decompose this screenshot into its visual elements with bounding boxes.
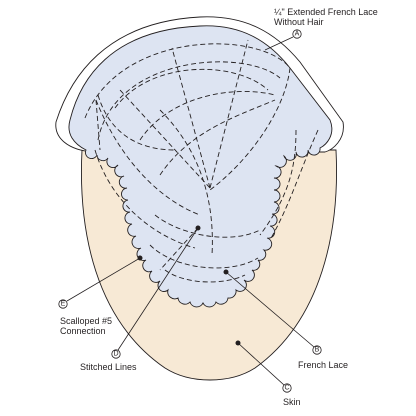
callout-letter: A (295, 31, 300, 38)
callout-label: ¼" Extended French Lace (274, 7, 378, 17)
callout-letter: E (61, 301, 66, 308)
callout-c: C Skin (235, 340, 301, 407)
stitch-line (95, 99, 201, 216)
stitched-lines (84, 39, 319, 283)
callout-label: Scalloped #5 (60, 316, 112, 326)
leader-line (237, 342, 285, 386)
stitch-line (154, 214, 261, 238)
french-lace-region (68, 25, 333, 308)
callout-circle (111, 349, 121, 359)
callout-letter: B (315, 347, 320, 354)
stitch-line (84, 43, 291, 119)
stitch-line (159, 99, 276, 176)
callout-circle (312, 345, 322, 355)
stitch-line (94, 149, 196, 249)
callout-label: French Lace (298, 360, 348, 370)
leader-line (117, 227, 199, 351)
callout-label: Connection (60, 326, 106, 336)
callout-label: Without Hair (274, 17, 324, 27)
leader-line (264, 36, 294, 51)
callout-label: Skin (283, 397, 301, 407)
stitch-line (171, 47, 211, 189)
stitch-line (95, 99, 101, 151)
stitch-line (114, 68, 269, 109)
stitch-line (149, 244, 259, 269)
callout-letter: C (284, 385, 289, 392)
callout-b: B French Lace (223, 269, 348, 370)
stitch-line (159, 227, 199, 271)
callout-circle (58, 299, 68, 309)
callout-label: Stitched Lines (80, 362, 137, 372)
stitch-line (259, 129, 297, 236)
stitch-line (139, 91, 276, 141)
stitch-line (119, 89, 211, 189)
stitch-line (159, 109, 213, 256)
leader-line (225, 271, 315, 348)
stitch-line (97, 94, 176, 151)
callout-letter: D (113, 351, 118, 358)
leader-line (66, 257, 141, 302)
stitch-line (269, 129, 319, 241)
stitch-line (164, 269, 246, 283)
callout-d: D Stitched Lines (80, 225, 201, 372)
stitch-line (209, 67, 291, 191)
callout-e: E Scalloped #5 Connection (58, 255, 143, 336)
callout-circle (292, 29, 302, 39)
callout-circle (282, 383, 292, 393)
callout-a: A ¼" Extended French Lace Without Hair (264, 7, 378, 51)
stitch-line (209, 39, 249, 189)
